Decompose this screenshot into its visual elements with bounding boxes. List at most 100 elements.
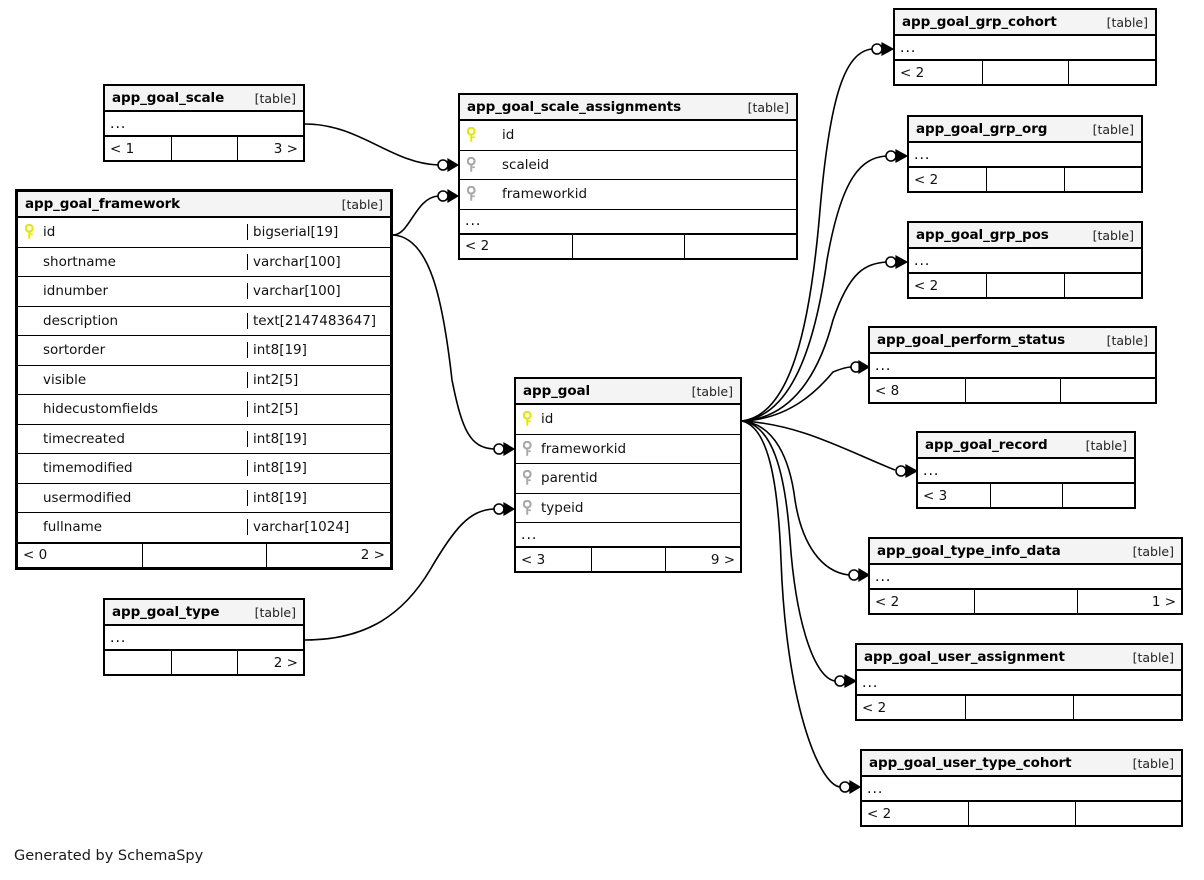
column-row[interactable]: description text[2147483647] xyxy=(18,306,390,336)
table-app-goal-type-info-data[interactable]: app_goal_type_info_data [table] ... < 2 … xyxy=(868,537,1183,615)
table-header: app_goal_record [table] xyxy=(918,433,1134,459)
column-row[interactable]: sortorder int8[19] xyxy=(18,336,390,366)
footer-outgoing-count xyxy=(1063,274,1141,297)
table-title: app_goal_user_type_cohort xyxy=(869,755,1072,771)
footer-incoming-count: < 2 xyxy=(900,64,925,81)
table-header: app_goal_perform_status [table] xyxy=(870,328,1155,354)
column-label: typeid xyxy=(541,499,584,516)
column-name-cell: hidecustomfields xyxy=(18,401,247,417)
table-app-goal-user-assignment[interactable]: app_goal_user_assignment [table] ... < 2 xyxy=(855,643,1183,721)
column-name-cell: timecreated xyxy=(18,431,247,447)
table-app-goal[interactable]: app_goal [table] id frameworkid xyxy=(514,377,742,573)
table-kind-label: [table] xyxy=(1132,649,1174,665)
no-key-icon xyxy=(25,254,38,270)
table-app-goal-grp-pos[interactable]: app_goal_grp_pos [table] ... < 2 xyxy=(907,221,1143,299)
column-name-cell: frameworkid xyxy=(516,440,740,457)
table-title: app_goal_grp_org xyxy=(916,121,1048,137)
table-app-goal-framework[interactable]: app_goal_framework [table] id bigserial[… xyxy=(15,189,393,570)
column-row[interactable]: shortname varchar[100] xyxy=(18,247,390,277)
column-type: int8[19] xyxy=(247,489,390,506)
column-row[interactable]: id xyxy=(460,121,796,151)
table-app-goal-perform-status[interactable]: app_goal_perform_status [table] ... < 8 xyxy=(868,326,1157,404)
collapsed-columns-ellipsis: ... xyxy=(909,143,1141,167)
collapsed-columns-ellipsis: ... xyxy=(105,626,303,650)
table-kind-label: [table] xyxy=(747,99,789,115)
footer-incoming-count: < 2 xyxy=(867,805,892,822)
column-label: sortorder xyxy=(43,342,106,359)
column-label: frameworkid xyxy=(502,186,588,203)
table-app-goal-user-type-cohort[interactable]: app_goal_user_type_cohort [table] ... < … xyxy=(860,749,1183,827)
footer-incoming-count: < 2 xyxy=(862,699,887,716)
footer-middle xyxy=(986,274,1063,297)
table-footer: < 0 2 > xyxy=(18,542,390,567)
table-title: app_goal xyxy=(523,383,591,399)
column-name-cell: id xyxy=(18,224,247,240)
footer-incoming-count: < 2 xyxy=(465,238,490,254)
column-row[interactable]: id bigserial[19] xyxy=(18,218,390,248)
table-title: app_goal_type xyxy=(112,604,220,620)
table-kind-label: [table] xyxy=(341,196,383,212)
footer-outgoing-count xyxy=(1062,484,1134,507)
column-row[interactable]: hidecustomfields int2[5] xyxy=(18,395,390,425)
table-title: app_goal_scale xyxy=(112,90,225,106)
table-title: app_goal_record xyxy=(925,437,1048,453)
column-row[interactable]: frameworkid xyxy=(516,434,740,464)
column-label: id xyxy=(43,224,56,241)
column-row[interactable]: id xyxy=(516,405,740,435)
column-row[interactable]: timemodified int8[19] xyxy=(18,454,390,484)
footer-outgoing-count xyxy=(684,234,796,258)
column-row[interactable]: frameworkid xyxy=(460,180,796,210)
column-row[interactable]: parentid xyxy=(516,464,740,494)
table-footer: < 2 xyxy=(895,60,1155,84)
table-kind-label: [table] xyxy=(254,604,296,620)
column-label: timecreated xyxy=(43,430,125,447)
column-name-cell: idnumber xyxy=(18,283,247,299)
column-name-cell: sortorder xyxy=(18,342,247,358)
table-footer: < 2 xyxy=(909,273,1141,297)
edge-scale-to-scaleid xyxy=(304,123,460,173)
footer-outgoing-count xyxy=(1073,696,1181,719)
column-name-cell: shortname xyxy=(18,254,247,270)
table-app-goal-grp-cohort[interactable]: app_goal_grp_cohort [table] ... < 2 xyxy=(893,8,1157,86)
column-row[interactable]: fullname varchar[1024] xyxy=(18,513,390,543)
footer-outgoing-count: 3 > xyxy=(237,137,303,160)
edge-framework-to-goal-frameworkid xyxy=(392,234,516,457)
primary-key-icon xyxy=(467,127,480,143)
collapsed-columns-ellipsis: ... xyxy=(857,671,1181,695)
column-label: visible xyxy=(43,371,87,388)
column-row[interactable]: timecreated int8[19] xyxy=(18,424,390,454)
table-title: app_goal_framework xyxy=(25,196,181,212)
footer-middle xyxy=(965,379,1060,402)
table-title: app_goal_grp_pos xyxy=(916,227,1049,243)
column-row[interactable]: usermodified int8[19] xyxy=(18,483,390,513)
collapsed-columns-ellipsis: ... xyxy=(516,523,740,547)
table-title: app_goal_user_assignment xyxy=(864,649,1065,665)
column-row[interactable]: scaleid xyxy=(460,150,796,180)
table-app-goal-scale[interactable]: app_goal_scale [table] ... < 1 3 > xyxy=(103,84,305,162)
no-key-icon xyxy=(25,460,38,476)
column-name-cell: id xyxy=(460,127,796,143)
table-footer: < 2 xyxy=(460,233,796,258)
footer-incoming-count: < 3 xyxy=(923,487,948,504)
table-app-goal-grp-org[interactable]: app_goal_grp_org [table] ... < 2 xyxy=(907,115,1143,193)
column-row[interactable]: typeid xyxy=(516,493,740,523)
table-footer: < 8 xyxy=(870,378,1155,402)
column-type: int2[5] xyxy=(247,371,390,388)
footer-middle xyxy=(965,696,1073,719)
footer-middle xyxy=(981,61,1069,84)
footer-outgoing-count: 2 > xyxy=(237,651,303,674)
table-app-goal-record[interactable]: app_goal_record [table] ... < 3 xyxy=(916,431,1136,509)
edge-goal-to-type-info-data xyxy=(741,420,871,583)
table-kind-label: [table] xyxy=(1132,543,1174,559)
column-row[interactable]: idnumber varchar[100] xyxy=(18,277,390,307)
table-footer: < 2 1 > xyxy=(870,589,1181,613)
table-app-goal-scale-assignments[interactable]: app_goal_scale_assignments [table] id sc… xyxy=(458,93,798,260)
column-row[interactable]: visible int2[5] xyxy=(18,365,390,395)
table-header: app_goal_scale_assignments [table] xyxy=(460,95,796,121)
table-app-goal-type[interactable]: app_goal_type [table] ... 2 > xyxy=(103,598,305,676)
table-footer: < 3 9 > xyxy=(516,547,740,571)
table-kind-label: [table] xyxy=(1092,121,1134,137)
column-name-cell: typeid xyxy=(516,499,740,516)
no-key-icon xyxy=(25,401,38,417)
